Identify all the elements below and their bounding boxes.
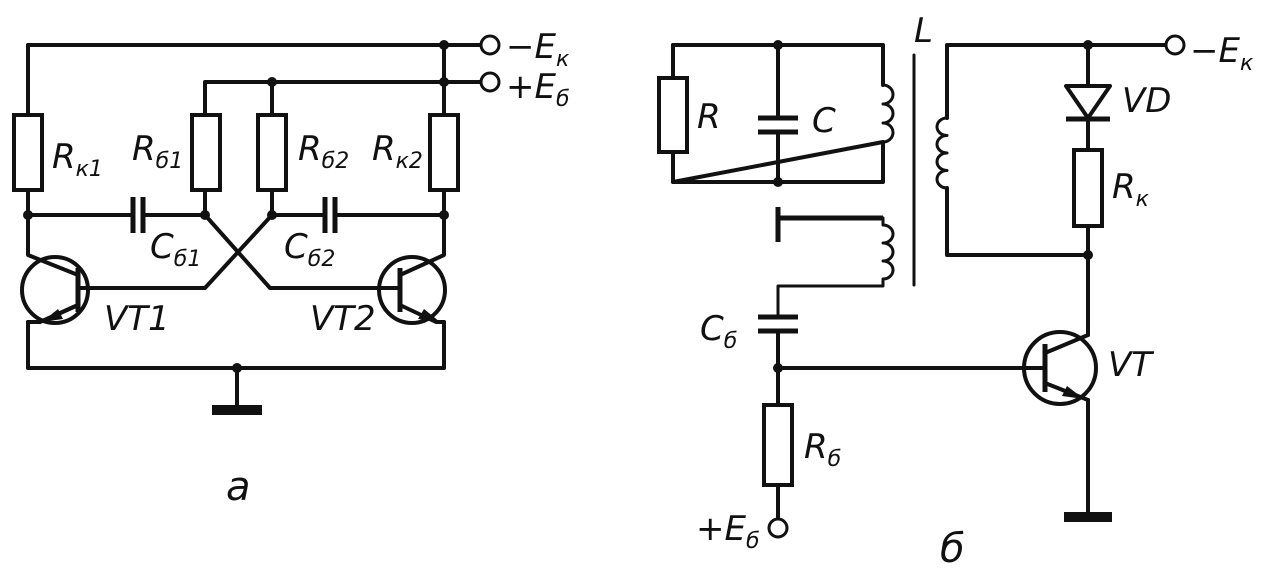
coil-collector	[935, 116, 949, 190]
label-rk2: Rк2	[372, 129, 423, 174]
label-terminal-eb-a: +Eб	[506, 67, 570, 112]
label-cb2: Cб2	[284, 227, 335, 272]
resistor-rb2	[256, 113, 288, 192]
label-vt: VT	[1108, 345, 1154, 385]
terminal-ek-a	[479, 34, 501, 56]
label-rk: Rк	[1112, 167, 1150, 212]
label-terminal-eb-b: +Eб	[696, 509, 760, 554]
label-vt2: VT2	[310, 299, 376, 339]
label-r: R	[697, 97, 721, 137]
diagram-a: −Eк +Eб Rк1 Rб1 Rб2 Rк2	[12, 27, 570, 510]
label-l: L	[914, 11, 933, 51]
rail-eb-a	[203, 80, 482, 117]
junction-c-bottom	[773, 177, 783, 187]
cap-cb-plates	[758, 314, 798, 334]
terminal-eb-b	[767, 517, 789, 539]
terminal-ek-b	[1164, 34, 1186, 56]
label-rk1: Rк1	[52, 137, 103, 182]
cap-cb1-plates	[130, 197, 146, 233]
resistor-rk	[1072, 148, 1104, 228]
label-vt1: VT1	[104, 299, 170, 339]
cap-c-plates	[758, 115, 798, 135]
terminal-eb-a	[479, 71, 501, 93]
caption-a: а	[226, 464, 251, 510]
transistor-vt1	[20, 213, 90, 325]
transistor-vt	[1022, 330, 1098, 406]
label-vd: VD	[1122, 81, 1171, 121]
diode-vd	[1064, 84, 1112, 120]
junction-c-top	[773, 40, 783, 50]
caption-b: б	[940, 526, 965, 572]
resistor-r	[657, 76, 689, 154]
resistor-rk2	[428, 113, 460, 192]
resistor-rb	[762, 403, 794, 487]
wire-cross-left	[203, 213, 402, 290]
junction-base-b	[773, 363, 783, 373]
resistor-rk1	[12, 113, 44, 192]
junction-collector-b	[1083, 250, 1093, 260]
label-cb1: Cб1	[150, 227, 201, 272]
feedback-stub	[775, 207, 883, 242]
label-terminal-ek-a: −Eк	[506, 27, 570, 72]
label-terminal-ek-b: −Eк	[1190, 31, 1254, 76]
diagram-b: R C L −Eк VD Rк	[657, 11, 1254, 572]
wire-cb-base	[776, 331, 1047, 407]
transistor-vt2	[377, 213, 447, 325]
cap-cb2-plates	[322, 197, 338, 233]
rail-ground-a	[26, 320, 446, 370]
label-cb: Cб	[700, 309, 737, 354]
label-rb: Rб	[804, 427, 841, 472]
resistor-rb1	[190, 113, 222, 192]
coil-tank	[881, 83, 895, 144]
label-rb2: Rб2	[298, 129, 349, 174]
label-c: C	[812, 101, 836, 141]
wire-cross-right	[76, 213, 274, 290]
wire-ek-rail-b	[945, 43, 1167, 257]
label-rb1: Rб1	[132, 129, 183, 174]
coil-feedback	[776, 216, 895, 317]
